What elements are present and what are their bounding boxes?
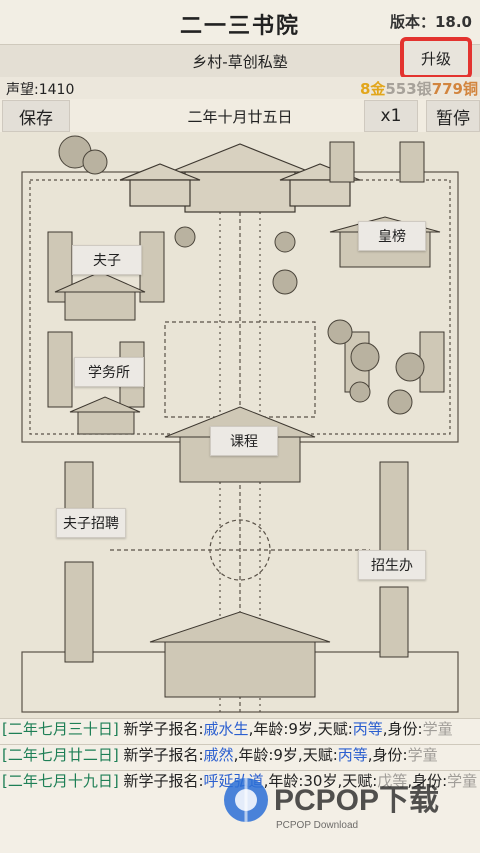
talent-grade: 戊等 — [377, 772, 408, 790]
watermark-brand: PCPOP下载 — [274, 784, 439, 817]
academy-map: 夫子 皇榜 学务所 课程 夫子招聘 招生办 — [0, 132, 480, 718]
app-title: 二一三书院 — [179, 14, 300, 39]
pause-button[interactable]: 暂停 — [426, 100, 480, 132]
admissions-office-button[interactable]: 招生办 — [358, 550, 426, 580]
log-text: ,年龄:9岁,天赋: — [233, 746, 338, 764]
log-text: ,年龄:9岁,天赋: — [248, 720, 353, 738]
log-date: [二年七月十九日] — [2, 772, 119, 790]
log-text: ,年龄:30岁,天赋: — [263, 772, 378, 790]
gold-amount: 8金 — [359, 80, 386, 98]
log-text: ,身份: — [407, 772, 448, 790]
toolbar: 保存 二年十月廿五日 x1 暂停 — [0, 100, 480, 132]
money-display: 8金553银779铜 — [360, 78, 478, 99]
game-date: 二年十月廿五日 — [187, 108, 293, 126]
courses-button[interactable]: 课程 — [210, 426, 278, 456]
speed-button[interactable]: x1 — [364, 100, 418, 132]
log-text: ,身份: — [367, 746, 408, 764]
teacher-hiring-button[interactable]: 夫子招聘 — [56, 508, 126, 538]
log-entry: [二年七月十九日] 新学子报名:呼延弘道,年龄:30岁,天赋:戊等,身份:学童 — [0, 770, 480, 792]
log-date: [二年七月三十日] — [2, 720, 119, 738]
identity-label: 学童 — [422, 720, 453, 738]
log-text: ,身份: — [382, 720, 423, 738]
academic-office-button[interactable]: 学务所 — [74, 357, 144, 387]
academy-map-illustration — [21, 135, 459, 713]
log-text: 新学子报名: — [118, 720, 204, 738]
talent-grade: 丙等 — [337, 746, 368, 764]
watermark-sub: PCPOP Download — [276, 820, 358, 831]
log-text: 新学子报名: — [118, 746, 204, 764]
log-date: [二年七月廿二日] — [2, 746, 119, 764]
teacher-building-button[interactable]: 夫子 — [72, 245, 142, 275]
version-label: 版本：18.0 — [389, 13, 472, 31]
copper-amount: 779铜 — [431, 80, 478, 98]
talent-grade: 丙等 — [352, 720, 383, 738]
silver-amount: 553银 — [385, 80, 432, 98]
location-label: 乡村-草创私塾 — [192, 53, 288, 71]
upgrade-button[interactable]: 升级 — [400, 37, 472, 79]
log-entry: [二年七月三十日] 新学子报名:戚水生,年龄:9岁,天赋:丙等,身份:学童 — [0, 718, 480, 740]
identity-label: 学童 — [447, 772, 478, 790]
imperial-list-button[interactable]: 皇榜 — [358, 221, 426, 251]
title-bar: 二一三书院 版本：18.0 — [0, 0, 480, 44]
reputation-label: 声望:1410 — [6, 82, 75, 98]
save-button[interactable]: 保存 — [2, 100, 70, 132]
status-row: 声望:1410 8金553银779铜 — [0, 77, 480, 99]
identity-label: 学童 — [407, 746, 438, 764]
log-entry: [二年七月廿二日] 新学子报名:戚然,年龄:9岁,天赋:丙等,身份:学童 — [0, 744, 480, 766]
pcpop-watermark-logo: PCPOP下载 PCPOP Download — [224, 778, 439, 831]
student-name: 戚水生 — [203, 720, 249, 738]
student-name: 戚然 — [203, 746, 234, 764]
log-text: 新学子报名: — [118, 772, 204, 790]
